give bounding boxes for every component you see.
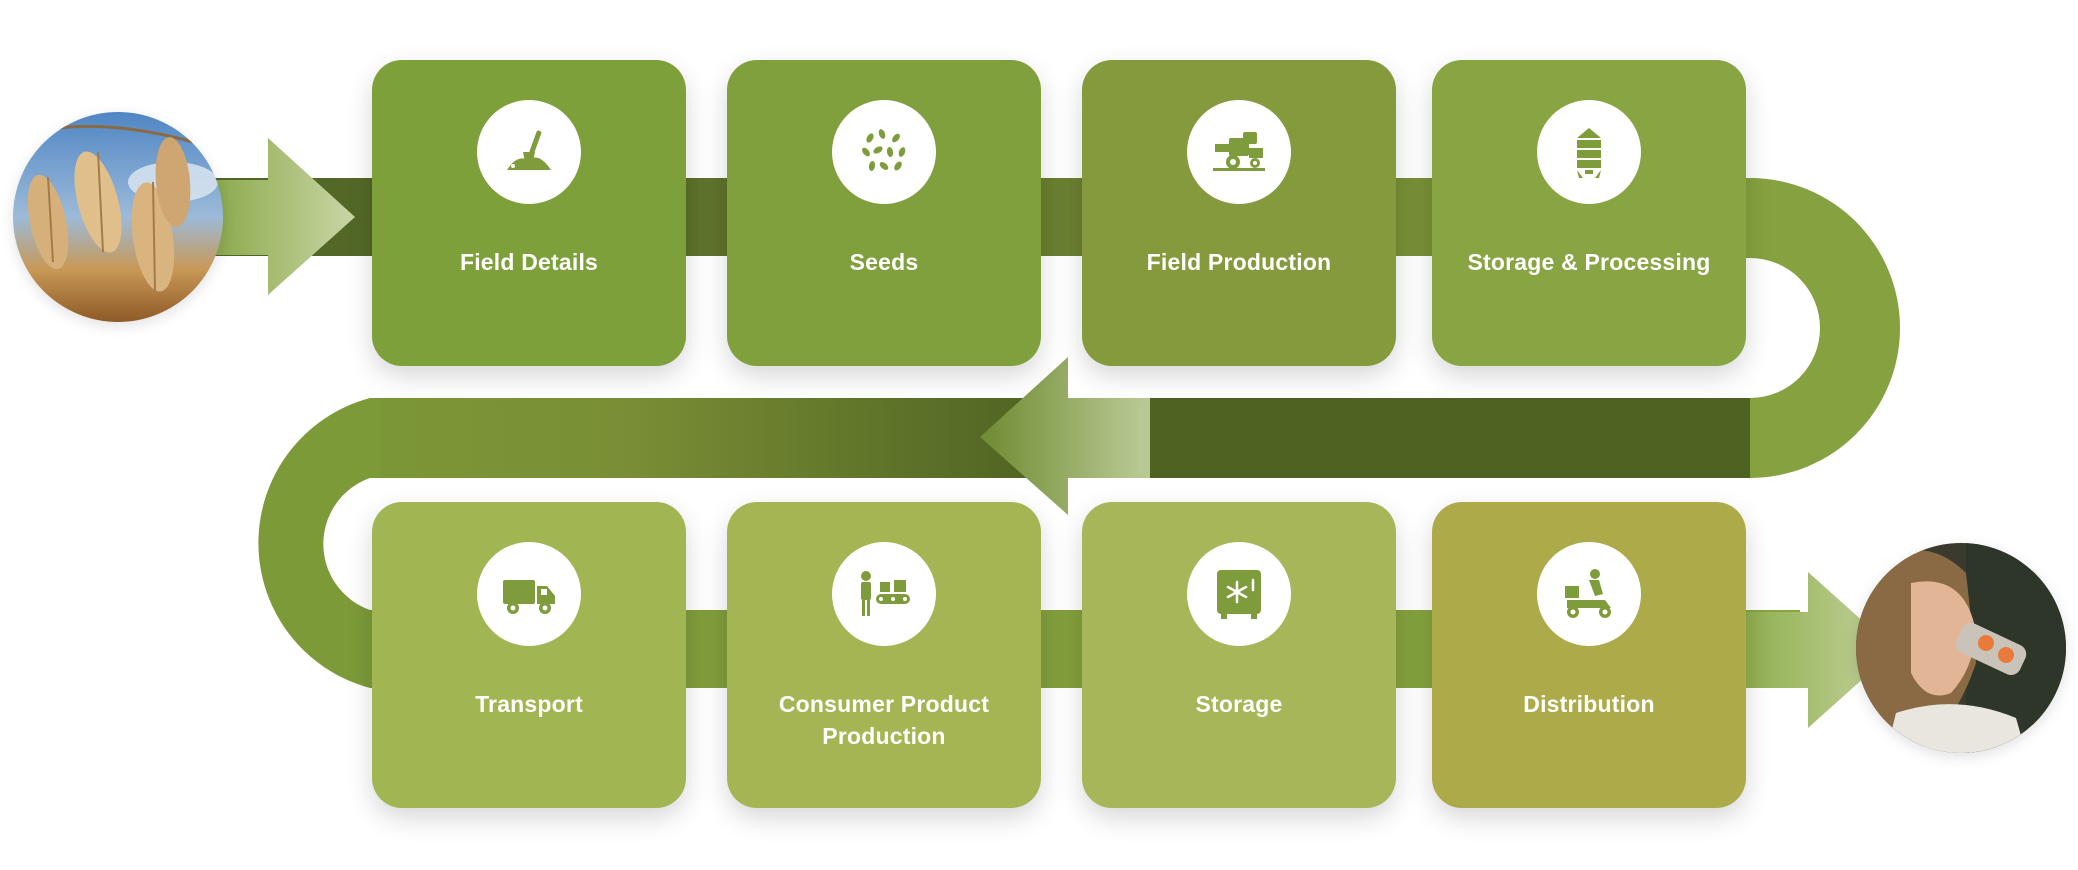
end-arrow	[1745, 572, 1895, 728]
step-label: Storage	[1195, 691, 1283, 717]
grain-silo-icon	[1577, 128, 1601, 178]
seeds-icon	[862, 129, 906, 171]
track-right-turn	[1740, 178, 1900, 478]
shovel-soil-icon	[507, 130, 551, 170]
factory-worker-icon	[861, 571, 910, 616]
step-label: Field Production	[1146, 249, 1332, 275]
step-label: Transport	[475, 691, 583, 717]
step-card-storage-processing: Storage & Processing	[1432, 60, 1746, 366]
delivery-scooter-icon	[1565, 569, 1611, 618]
track-left-turn	[258, 398, 380, 688]
icon-circle	[1537, 100, 1641, 204]
step-card-transport: Transport	[372, 502, 686, 808]
step-label: Field Details	[459, 249, 599, 275]
icon-circle	[832, 542, 936, 646]
icon-circle	[832, 100, 936, 204]
step-card-field-production: Field Production	[1082, 60, 1396, 366]
icon-circle	[1187, 542, 1291, 646]
step-label: Seeds	[849, 249, 919, 275]
step-card-consumer-product-production: Consumer Product Production	[727, 502, 1041, 808]
delivery-truck-icon	[503, 580, 555, 614]
step-label: Distribution	[1523, 691, 1655, 717]
woman-drinking-photo	[1856, 543, 2066, 753]
cold-storage-icon	[1217, 570, 1261, 619]
icon-circle	[1187, 100, 1291, 204]
oat-plant-photo	[13, 112, 223, 322]
icon-circle	[1537, 542, 1641, 646]
icon-circle	[477, 100, 581, 204]
step-card-storage: Storage	[1082, 502, 1396, 808]
middle-arrow	[980, 357, 1150, 515]
step-card-seeds: Seeds	[727, 60, 1041, 366]
start-arrow	[215, 138, 355, 295]
step-label: Storage & Processing	[1467, 249, 1711, 275]
step-card-field-details: Field Details	[372, 60, 686, 366]
combine-harvester-icon	[1213, 132, 1265, 171]
icon-circle	[477, 542, 581, 646]
step-card-distribution: Distribution	[1432, 502, 1746, 808]
step-label: Consumer Product Production	[778, 691, 990, 749]
